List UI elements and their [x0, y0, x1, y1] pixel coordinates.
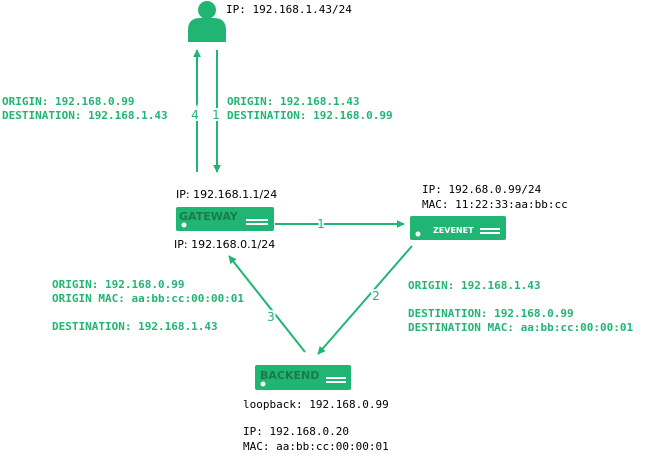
left-mid-origin: ORIGIN: 192.168.0.99 — [52, 278, 184, 291]
left-mid-packet-label: ORIGIN: 192.168.0.99 ORIGIN MAC: aa:bb:c… — [52, 278, 244, 333]
step-2-label: 2 — [372, 289, 380, 303]
zevenet-name: ZEVENET — [433, 226, 474, 235]
step-1-label-vertical: 1 — [212, 108, 220, 122]
backend-name: BACKEND — [260, 369, 319, 382]
right-mid-destination: DESTINATION: 192.168.0.99 — [408, 307, 574, 320]
gateway-name: GATEWAY — [179, 210, 239, 223]
step-4-label: 4 — [191, 108, 199, 122]
user-icon — [188, 1, 226, 42]
step-1-label-horizontal: 1 — [317, 217, 325, 231]
backend-ip: IP: 192.168.0.20 — [243, 425, 349, 438]
zevenet-mac: MAC: 11:22:33:aa:bb:cc — [422, 198, 568, 211]
gateway-ip-bottom: IP: 192.168.0.1/24 — [174, 238, 275, 251]
left-top-origin: ORIGIN: 192.168.0.99 — [2, 95, 134, 108]
gateway-server: GATEWAY — [176, 207, 274, 231]
left-top-packet-label: ORIGIN: 192.168.0.99 DESTINATION: 192.16… — [2, 95, 168, 122]
right-mid-destination-mac: DESTINATION MAC: aa:bb:cc:00:00:01 — [408, 321, 634, 334]
right-top-origin: ORIGIN: 192.168.1.43 — [227, 95, 359, 108]
right-top-destination: DESTINATION: 192.168.0.99 — [227, 109, 393, 122]
right-mid-packet-label: ORIGIN: 192.168.1.43 DESTINATION: 192.16… — [408, 279, 634, 334]
arrow-backend-to-gateway — [228, 255, 306, 353]
backend-loopback: loopback: 192.168.0.99 — [243, 398, 389, 411]
backend-mac: MAC: aa:bb:cc:00:00:01 — [243, 440, 389, 453]
zevenet-server: ZEVENET — [410, 216, 506, 240]
left-mid-origin-mac: ORIGIN MAC: aa:bb:cc:00:00:01 — [52, 292, 244, 305]
client-ip: IP: 192.168.1.43/24 — [226, 3, 352, 16]
zevenet-ip: IP: 192.68.0.99/24 — [422, 183, 542, 196]
step-3-label: 3 — [267, 310, 275, 324]
server-icon — [255, 365, 351, 390]
left-mid-destination: DESTINATION: 192.168.1.43 — [52, 320, 218, 333]
arrow-zevenet-to-backend — [317, 245, 413, 355]
gateway-ip-top: IP: 192.168.1.1/24 — [176, 188, 277, 201]
right-top-packet-label: ORIGIN: 192.168.1.43 DESTINATION: 192.16… — [227, 95, 393, 122]
backend-server: BACKEND — [255, 365, 351, 390]
left-top-destination: DESTINATION: 192.168.1.43 — [2, 109, 168, 122]
right-mid-origin: ORIGIN: 192.168.1.43 — [408, 279, 540, 292]
